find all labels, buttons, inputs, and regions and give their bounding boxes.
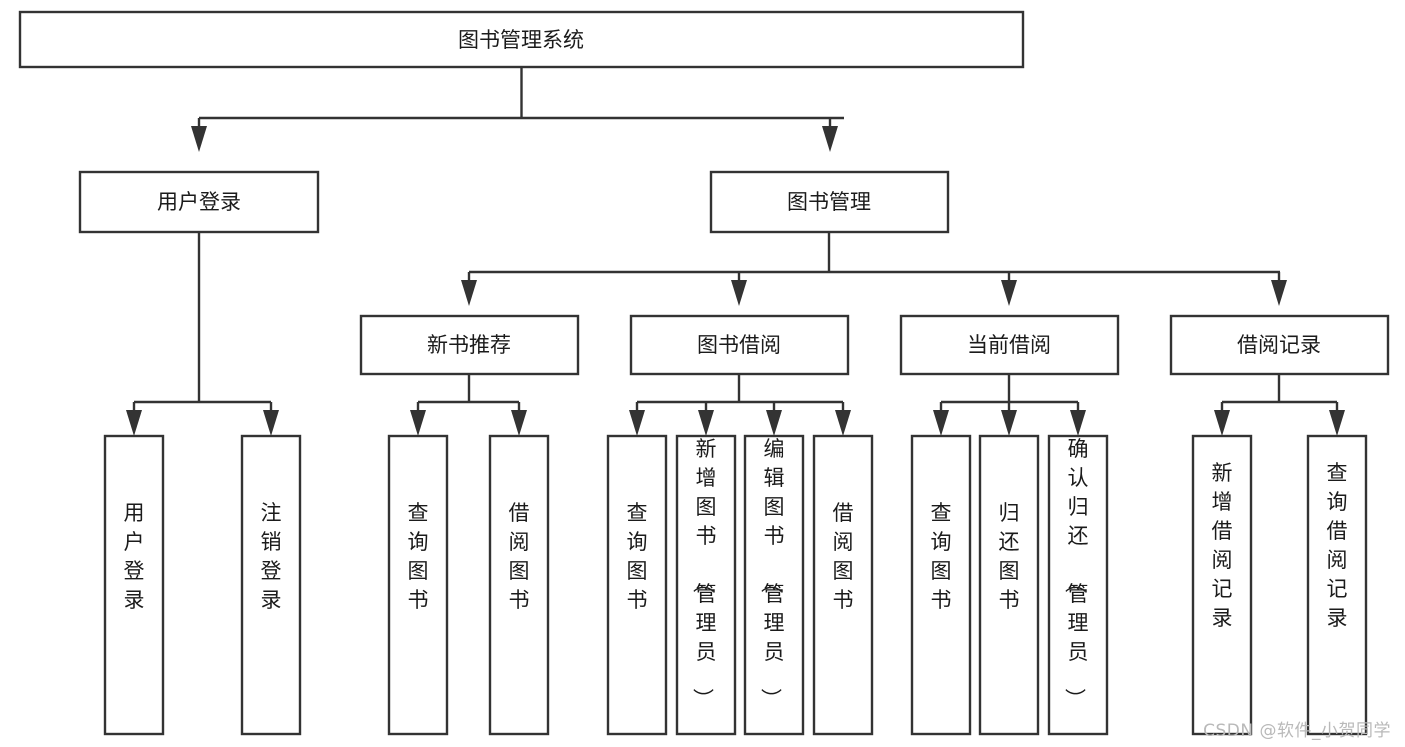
node-book-borrow-label: 图书借阅 — [697, 333, 781, 357]
leaf-node-query-book-2-box[interactable] — [606, 434, 668, 736]
leaf-node-logout-login-box[interactable] — [240, 434, 302, 736]
connector-group-book-management — [461, 232, 1287, 306]
node-book-management-label: 图书管理 — [787, 190, 871, 214]
node-book-borrow-box[interactable] — [629, 314, 850, 376]
node-borrow-record-box[interactable] — [1169, 314, 1390, 376]
arrow-head-borrow-record — [1271, 280, 1287, 306]
leaf-node-query-book-2-label: 查询图书 — [627, 501, 648, 612]
node-new-book-recommend-box[interactable] — [359, 314, 580, 376]
node-new-book-recommend[interactable]: 新书推荐 — [359, 314, 580, 376]
connector-group-book-borrow — [629, 374, 851, 436]
node-borrow-record[interactable]: 借阅记录 — [1169, 314, 1390, 376]
leaf-node-user-login-box[interactable] — [103, 434, 165, 736]
node-root-system-label: 图书管理系统 — [458, 28, 584, 52]
node-root-system-box[interactable] — [18, 10, 1025, 69]
leaf-node-user-login-label: 用户登录 — [124, 501, 145, 612]
leaf-node-confirm-return[interactable]: 确认归还（管理员） — [1047, 434, 1109, 736]
arrow-head-current-borrow — [1001, 280, 1017, 306]
leaf-node-query-book-3-label: 查询图书 — [931, 501, 952, 612]
leaf-node-add-record[interactable]: 新增借阅记录 — [1191, 434, 1253, 736]
node-user-login-box[interactable] — [78, 170, 320, 234]
leaf-node-return-book-label: 归还图书 — [999, 501, 1020, 612]
node-new-book-recommend-label: 新书推荐 — [427, 333, 511, 357]
csdn-watermark: CSDN @软件_小贺同学 — [1203, 721, 1391, 741]
leaf-node-edit-book-box[interactable] — [743, 434, 805, 736]
leaf-node-add-book-label: 新增图书（管理员） — [691, 437, 717, 709]
node-current-borrow-box[interactable] — [899, 314, 1120, 376]
arrow-head-leaf-query-record — [1329, 410, 1345, 436]
node-current-borrow[interactable]: 当前借阅 — [899, 314, 1120, 376]
leaf-node-query-record-box[interactable] — [1306, 434, 1368, 736]
leaf-node-user-login[interactable]: 用户登录 — [103, 434, 165, 736]
leaf-nodes-group: 用户登录 注销登录 查询图书 借阅图书 查询图书 新增图书 — [103, 434, 1368, 736]
leaf-node-add-record-label: 新增借阅记录 — [1212, 461, 1233, 630]
node-book-management[interactable]: 图书管理 — [709, 170, 950, 234]
leaf-node-add-book[interactable]: 新增图书（管理员） — [675, 434, 737, 736]
node-book-borrow[interactable]: 图书借阅 — [629, 314, 850, 376]
connector-group-borrow-record — [1214, 374, 1345, 436]
connector-group-current-borrow — [933, 374, 1086, 436]
leaf-node-confirm-return-box[interactable] — [1047, 434, 1109, 736]
arrow-head-leaf-add-record — [1214, 410, 1230, 436]
arrow-head-leaf-borrow-book-1 — [511, 410, 527, 436]
arrow-head-book-borrow — [731, 280, 747, 306]
arrow-head-leaf-confirm-return — [1070, 410, 1086, 436]
leaf-node-confirm-return-label: 确认归还（管理员） — [1063, 437, 1089, 709]
leaf-node-add-record-box[interactable] — [1191, 434, 1253, 736]
arrow-head-leaf-add-book — [698, 410, 714, 436]
arrow-head-leaf-query-book-1 — [410, 410, 426, 436]
node-current-borrow-label: 当前借阅 — [967, 333, 1051, 357]
arrow-head-new-book-recommend — [461, 280, 477, 306]
node-root-system[interactable]: 图书管理系统 — [18, 10, 1025, 69]
node-borrow-record-label: 借阅记录 — [1237, 333, 1321, 357]
leaf-node-query-record-label: 查询借阅记录 — [1327, 461, 1348, 630]
connector-group-new-book-recommend — [410, 374, 527, 436]
leaf-node-return-book-box[interactable] — [978, 434, 1040, 736]
arrow-head-leaf-query-book-2 — [629, 410, 645, 436]
connector-group-user-login — [126, 232, 279, 436]
leaf-node-logout-login-label: 注销登录 — [261, 501, 282, 612]
leaf-node-query-book-3[interactable]: 查询图书 — [910, 434, 972, 736]
arrow-head-leaf-edit-book — [766, 410, 782, 436]
leaf-node-add-book-box[interactable] — [675, 434, 737, 736]
leaf-node-edit-book[interactable]: 编辑图书（管理员） — [743, 434, 805, 736]
leaf-node-logout-login[interactable]: 注销登录 — [240, 434, 302, 736]
arrow-head-leaf-logout-login — [263, 410, 279, 436]
arrow-head-leaf-user-login — [126, 410, 142, 436]
leaf-node-query-book-1[interactable]: 查询图书 — [387, 434, 449, 736]
leaf-node-query-book-2[interactable]: 查询图书 — [606, 434, 668, 736]
node-user-login[interactable]: 用户登录 — [78, 170, 320, 234]
leaf-node-borrow-book-1[interactable]: 借阅图书 — [488, 434, 550, 736]
arrow-head-leaf-return-book — [1001, 410, 1017, 436]
arrow-head-leaf-borrow-book-2 — [835, 410, 851, 436]
leaf-node-query-book-3-box[interactable] — [910, 434, 972, 736]
leaf-node-borrow-book-2-label: 借阅图书 — [833, 501, 854, 612]
leaf-node-query-book-1-label: 查询图书 — [408, 501, 429, 612]
leaf-node-borrow-book-2[interactable]: 借阅图书 — [812, 434, 874, 736]
leaf-node-borrow-book-1-label: 借阅图书 — [509, 501, 530, 612]
leaf-node-query-book-1-box[interactable] — [387, 434, 449, 736]
arrow-head-leaf-query-book-3 — [933, 410, 949, 436]
leaf-node-edit-book-label: 编辑图书（管理员） — [759, 437, 785, 709]
leaf-node-return-book[interactable]: 归还图书 — [978, 434, 1040, 736]
arrow-head-book-management — [822, 126, 838, 152]
connector-group-root — [191, 67, 844, 152]
leaf-node-borrow-book-1-box[interactable] — [488, 434, 550, 736]
leaf-node-borrow-book-2-box[interactable] — [812, 434, 874, 736]
arrow-head-user-login — [191, 126, 207, 152]
leaf-node-query-record[interactable]: 查询借阅记录 — [1306, 434, 1368, 736]
node-user-login-label: 用户登录 — [157, 190, 241, 214]
